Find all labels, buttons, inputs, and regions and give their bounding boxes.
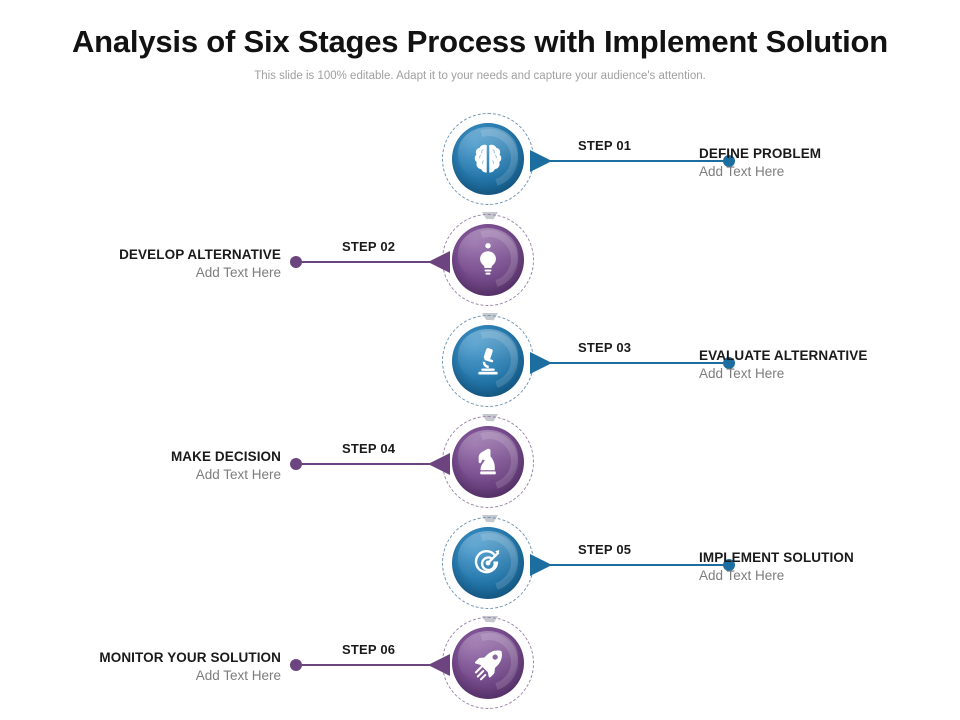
step-subtext-1: Add Text Here [699,164,785,179]
step-label-4: STEP 04 [342,441,396,456]
step-label-2: STEP 02 [342,239,396,254]
icon-disc [452,527,524,599]
step-caption-5: IMPLEMENT SOLUTION Add Text Here [699,549,854,585]
page-title: Analysis of Six Stages Process with Impl… [71,24,889,59]
target-icon [452,527,524,599]
connector-1: STEP 01 [530,138,745,181]
step-subtext-6: Add Text Here [195,668,281,683]
page-subtitle: This slide is 100% editable. Adapt it to… [254,70,706,82]
step-label-5: STEP 05 [578,542,632,557]
connector-arrow [428,654,450,676]
step-caption-3: EVALUATE ALTERNATIVE Add Text Here [699,347,868,383]
step-heading-6: MONITOR YOUR SOLUTION [99,650,281,665]
step-node-6[interactable] [442,617,538,713]
icon-disc [452,224,524,296]
step-heading-3: EVALUATE ALTERNATIVE [699,348,868,363]
step-subtext-2: Add Text Here [195,265,281,280]
connector-arrow [428,251,450,273]
step-caption-6: MONITOR YOUR SOLUTION Add Text Here [0,649,281,685]
step-caption-4: MAKE DECISION Add Text Here [0,448,281,484]
step-heading-2: DEVELOP ALTERNATIVE [119,247,281,262]
step-heading-5: IMPLEMENT SOLUTION [699,550,854,565]
connector-6: STEP 06 [290,642,450,685]
icon-disc [452,123,524,195]
connector-line [546,160,731,162]
connector-dot [723,357,735,369]
connector-line [298,463,434,465]
step-heading-1: DEFINE PROBLEM [699,146,822,161]
rocket-icon [452,627,524,699]
connector-dot [723,155,735,167]
step-node-2[interactable] [442,214,538,310]
step-node-5[interactable] [442,517,538,613]
brain-icon [452,123,524,195]
connector-arrow [428,453,450,475]
step-label-3: STEP 03 [578,340,632,355]
step-heading-4: MAKE DECISION [170,449,281,464]
step-caption-1: DEFINE PROBLEM Add Text Here [699,145,821,181]
connector-dot [290,458,302,470]
step-subtext-5: Add Text Here [699,568,785,583]
connector-dot [290,256,302,268]
connector-5: STEP 05 [530,542,745,585]
connector-2: STEP 02 [290,239,450,282]
step-caption-2: DEVELOP ALTERNATIVE Add Text Here [0,246,281,282]
step-node-1[interactable] [442,113,538,209]
icon-disc [452,627,524,699]
microscope-icon [452,325,524,397]
connector-line [546,564,731,566]
step-subtext-4: Add Text Here [195,467,281,482]
step-node-3[interactable] [442,315,538,411]
connector-line [298,261,434,263]
icon-disc [452,426,524,498]
connector-dot [290,659,302,671]
icon-disc [452,325,524,397]
step-label-1: STEP 01 [578,138,632,153]
step-node-4[interactable] [442,416,538,512]
chess-knight-icon [452,426,524,498]
connector-dot [723,559,735,571]
connector-4: STEP 04 [290,441,450,484]
step-subtext-3: Add Text Here [699,366,785,381]
step-label-6: STEP 06 [342,642,396,657]
connector-line [546,362,731,364]
connector-line [298,664,434,666]
connector-3: STEP 03 [530,340,745,383]
lightbulb-icon [452,224,524,296]
